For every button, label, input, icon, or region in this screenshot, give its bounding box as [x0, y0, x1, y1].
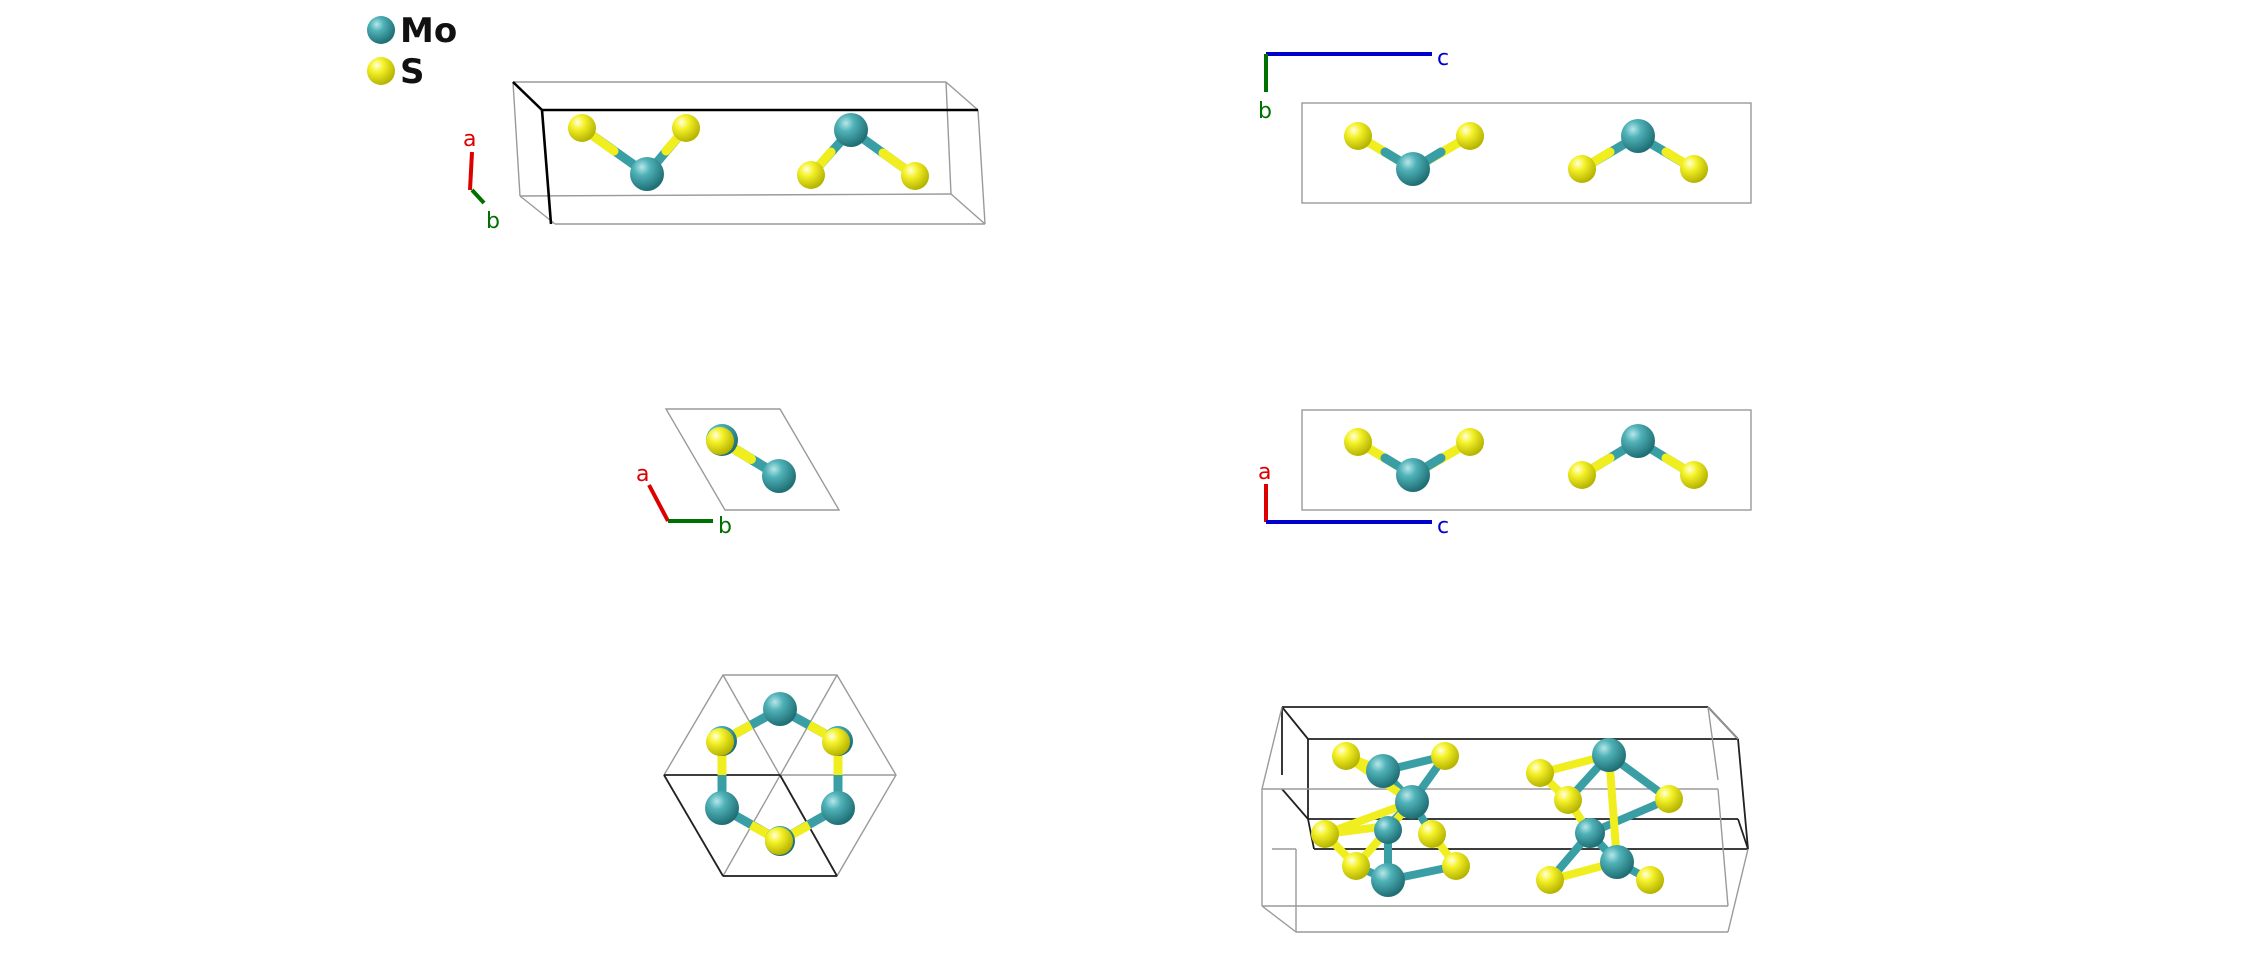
axis-a-line [468, 151, 474, 191]
s-atom [1332, 742, 1360, 770]
mo-atom [1395, 785, 1429, 819]
legend-item-s: S [367, 52, 425, 92]
s-atom [1311, 820, 1339, 848]
mo-atom [1366, 754, 1400, 788]
unit-cell [664, 408, 841, 511]
axis-a-line [647, 484, 670, 522]
s-atom [1554, 786, 1582, 814]
s-atom [1344, 122, 1372, 150]
s-atom [1418, 820, 1446, 848]
hexagonal-cell-grid [663, 674, 897, 877]
mo-atom [1575, 818, 1605, 848]
s-atom [1526, 759, 1554, 787]
axis-indicator: a b [463, 127, 500, 234]
legend-label-s: S [400, 52, 425, 92]
axis-indicator: a c [1258, 460, 1449, 539]
s-atom-swatch [367, 57, 395, 85]
atoms [568, 113, 929, 191]
mo-atom [763, 692, 797, 726]
mo-atom [762, 459, 796, 493]
s-atom [672, 114, 700, 142]
legend-item-mo: Mo [367, 11, 457, 51]
panel-view-along-a: c b [1258, 46, 1752, 204]
s-atom [1456, 428, 1484, 456]
s-atom [1344, 428, 1372, 456]
unit-cell [512, 81, 986, 225]
mo-atom [630, 157, 664, 191]
s-atom [797, 161, 825, 189]
atoms [706, 424, 796, 493]
s-atom [1456, 122, 1484, 150]
mo-atom [1396, 458, 1430, 492]
panel-view-along-b: a c [1258, 409, 1752, 539]
s-atom [1342, 852, 1370, 880]
legend-label-mo: Mo [400, 11, 457, 51]
axis-indicator: c b [1258, 46, 1449, 124]
mo-atom [834, 113, 868, 147]
mo-atom [1371, 863, 1405, 897]
s-atom [765, 827, 793, 855]
axis-b-label: b [486, 209, 500, 234]
s-atom [822, 728, 850, 756]
axis-a-label: a [636, 462, 649, 487]
s-atom [1568, 155, 1596, 183]
unit-cells [1261, 706, 1749, 933]
unit-cell [1301, 409, 1752, 511]
s-atom [1568, 461, 1596, 489]
mo-atom [1600, 845, 1634, 879]
axis-b-line [470, 188, 486, 205]
mo-atom [1396, 152, 1430, 186]
s-atom [568, 114, 596, 142]
atoms [1344, 424, 1708, 492]
unit-cell [1301, 102, 1752, 204]
axis-a-label: a [1258, 460, 1271, 485]
s-atom [1636, 866, 1664, 894]
s-atom [1536, 866, 1564, 894]
panel-view-along-c: a b [636, 408, 841, 539]
axis-c-label: c [1437, 46, 1449, 71]
s-atom [1442, 852, 1470, 880]
axis-indicator: a b [636, 462, 732, 539]
mo-atom [1621, 119, 1655, 153]
legend: Mo S [367, 11, 457, 92]
s-atom [706, 427, 734, 455]
atoms [705, 692, 855, 856]
s-atom [1431, 742, 1459, 770]
atoms [1344, 119, 1708, 186]
mo-atom [1374, 816, 1402, 844]
axis-b-label: b [718, 514, 732, 539]
axis-a-label: a [463, 127, 476, 152]
panel-perspective-view: a b [463, 81, 986, 234]
panel-supercell-perspective [1261, 706, 1749, 933]
mo-atom [1592, 738, 1626, 772]
s-atom [706, 728, 734, 756]
axis-c-label: c [1437, 514, 1449, 539]
atoms [1311, 738, 1683, 897]
axis-b-label: b [1258, 99, 1272, 124]
mo-atom [821, 791, 855, 825]
mo-atom-swatch [367, 16, 395, 44]
mo-atom [1621, 424, 1655, 458]
s-atom [901, 162, 929, 190]
s-atom [1680, 155, 1708, 183]
s-atom [1680, 461, 1708, 489]
panel-hexagonal-projection [663, 674, 897, 877]
mo-atom [705, 791, 739, 825]
s-atom [1655, 785, 1683, 813]
